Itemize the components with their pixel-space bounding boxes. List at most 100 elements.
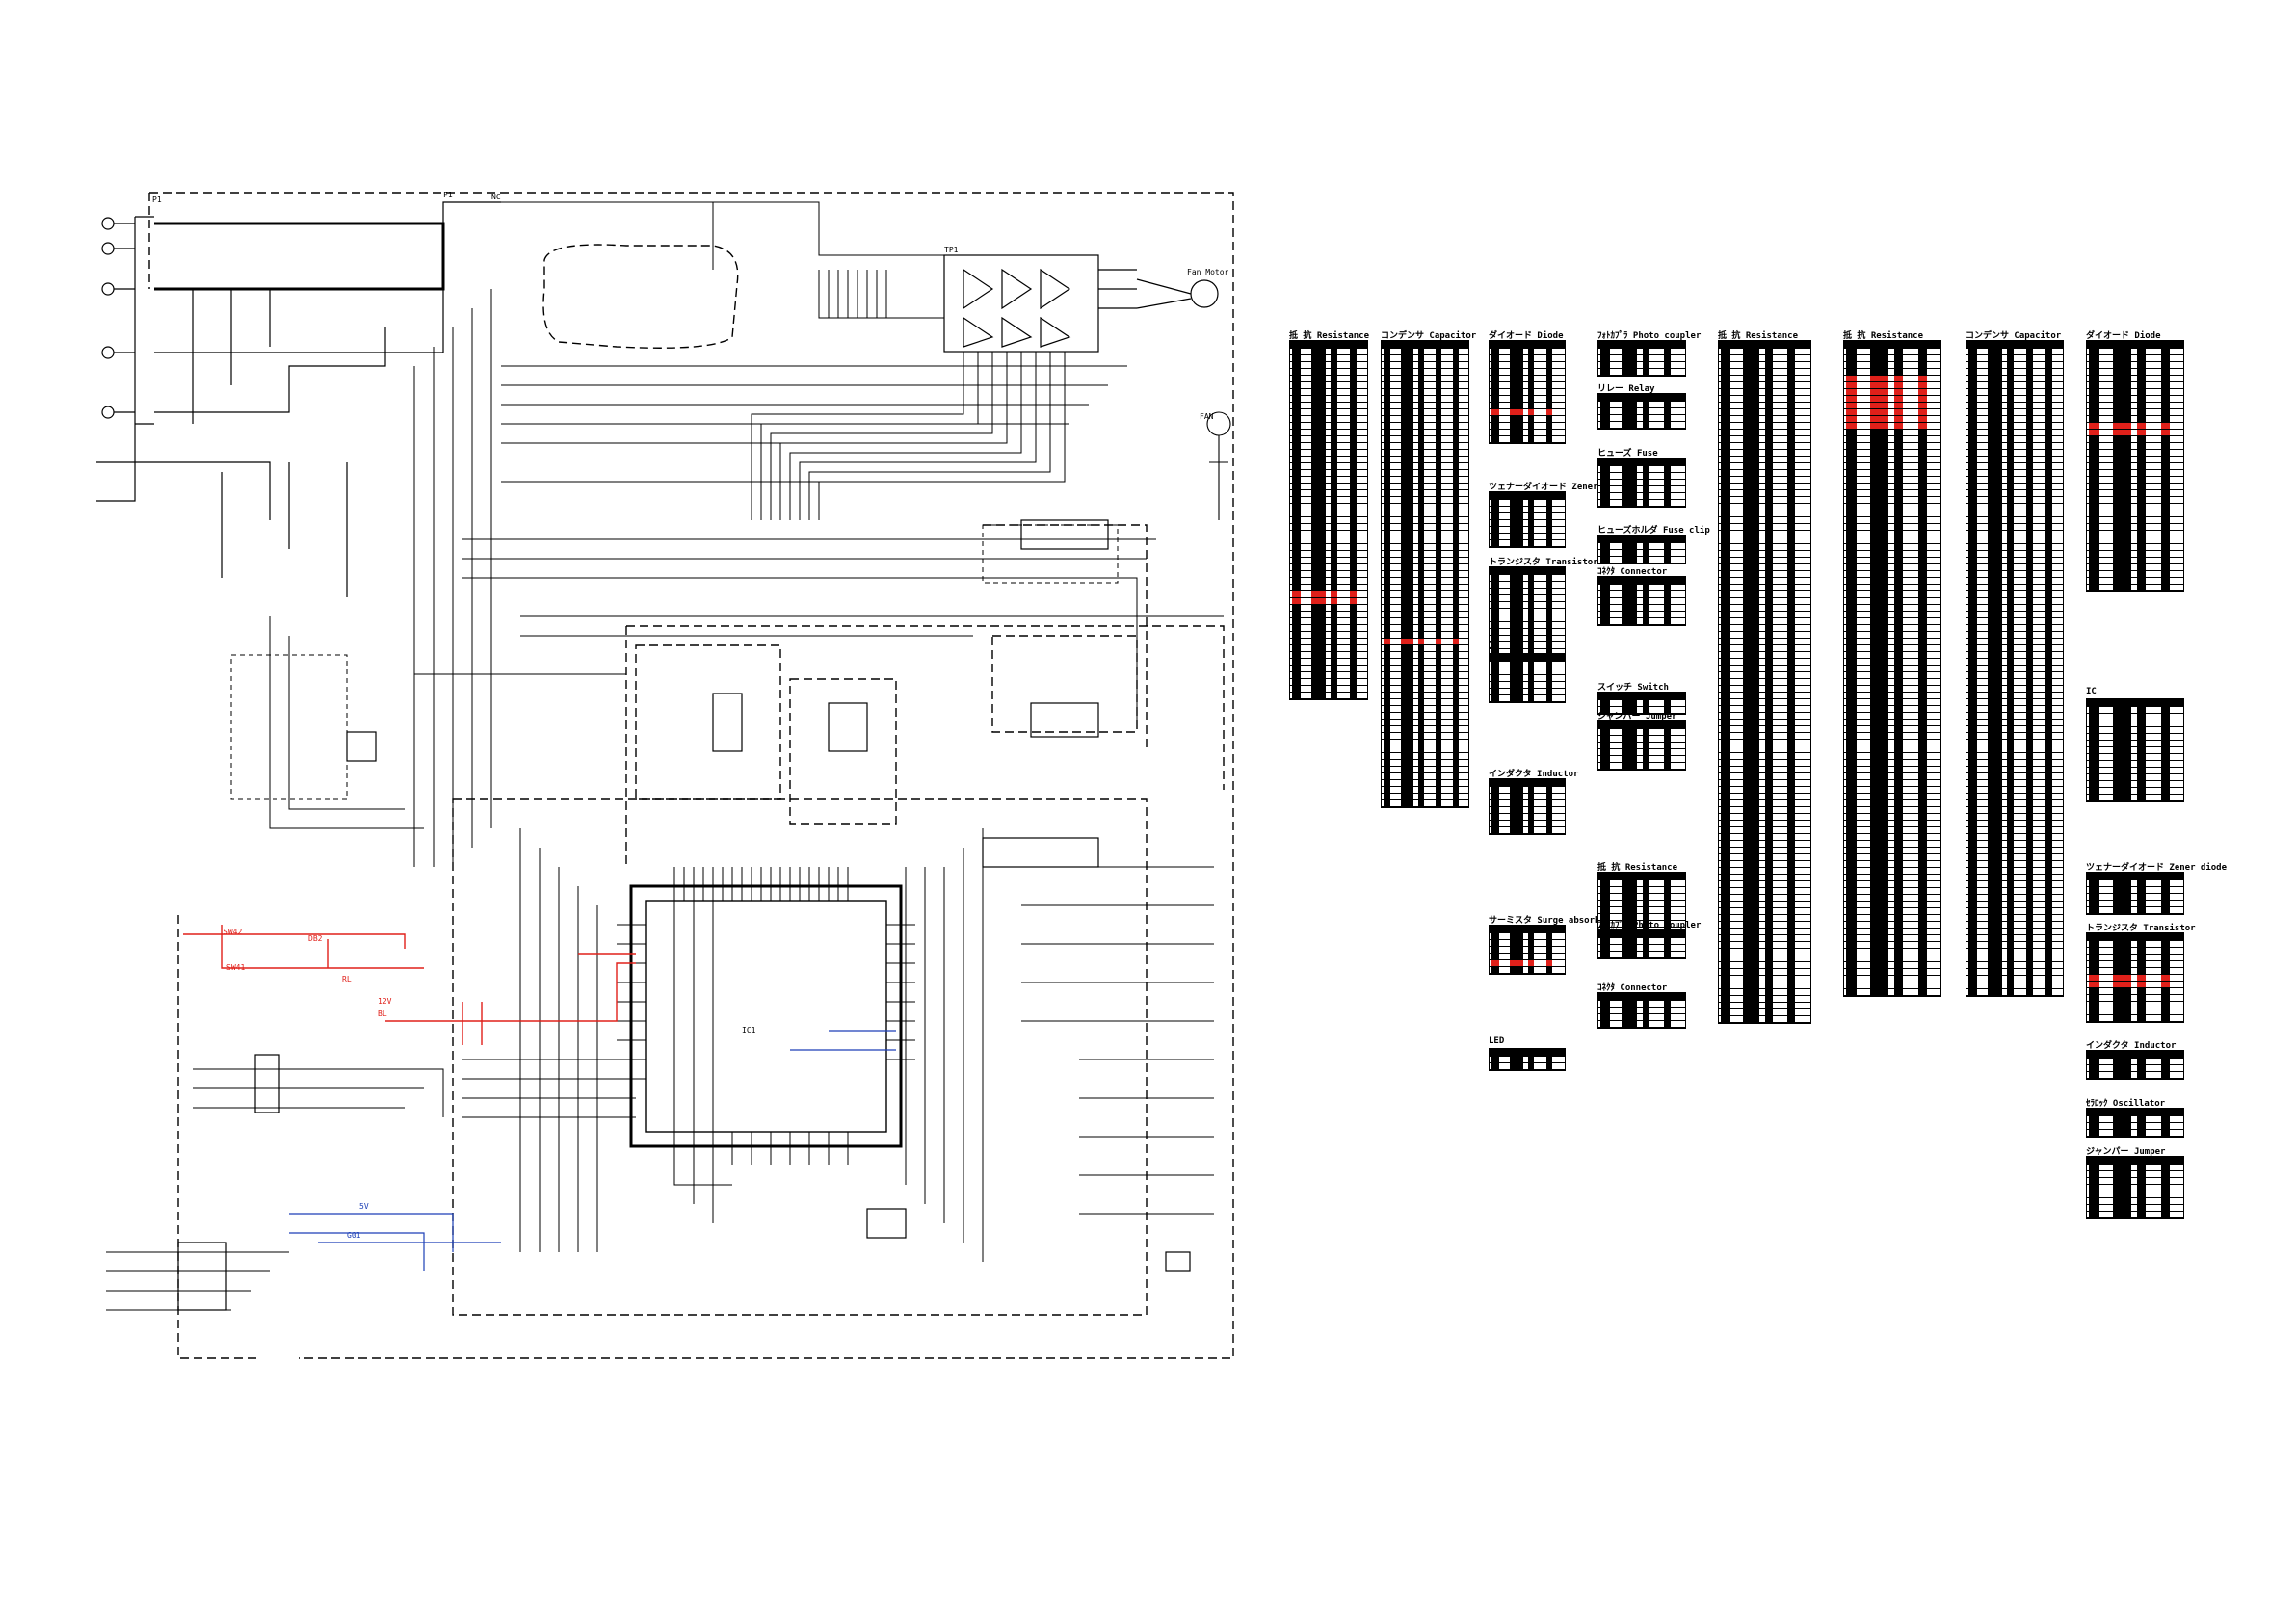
parts-table-cell bbox=[1870, 591, 1888, 597]
parts-table-cell bbox=[1311, 355, 1326, 361]
parts-table-cell bbox=[1968, 982, 1977, 988]
parts-table-cell bbox=[1988, 726, 2002, 732]
parts-table-cell bbox=[1384, 720, 1390, 725]
parts-table-cell bbox=[2089, 443, 2099, 449]
parts-table-cell bbox=[2026, 989, 2033, 995]
parts-table-cell bbox=[1292, 457, 1301, 462]
parts-table-row bbox=[1290, 443, 1367, 450]
parts-table-row bbox=[1719, 632, 1810, 639]
parts-table-cell bbox=[1664, 880, 1671, 886]
parts-table-row bbox=[1719, 726, 1810, 733]
parts-table-cell bbox=[1765, 369, 1773, 375]
label-g01: G01 bbox=[347, 1231, 361, 1240]
parts-table-cell bbox=[1918, 699, 1927, 705]
parts-table-cell bbox=[1664, 1021, 1671, 1027]
parts-table-header bbox=[1598, 930, 1685, 938]
parts-table-row bbox=[1490, 389, 1565, 396]
parts-table-cell bbox=[1600, 473, 1610, 479]
parts-table-row bbox=[1382, 490, 1468, 497]
parts-table-cell bbox=[1600, 480, 1610, 485]
parts-table-row bbox=[2087, 720, 2183, 727]
parts-table-cell bbox=[1331, 504, 1337, 510]
parts-table-cell bbox=[1436, 780, 1441, 786]
parts-table-cell bbox=[1870, 895, 1888, 901]
parts-table-cell bbox=[2007, 821, 2014, 826]
parts-table-cell bbox=[1918, 443, 1927, 449]
parts-table-cell bbox=[1418, 504, 1424, 510]
parts-table-row bbox=[1719, 720, 1810, 726]
parts-table-cell bbox=[1765, 686, 1773, 692]
parts-table-cell bbox=[1787, 436, 1795, 442]
parts-table-cell bbox=[2113, 1015, 2131, 1021]
parts-table-cell bbox=[2089, 995, 2099, 1001]
parts-table-cell bbox=[1436, 497, 1441, 503]
parts-table-row bbox=[1598, 1014, 1685, 1021]
parts-table-cell bbox=[2007, 929, 2014, 934]
parts-table-row bbox=[1490, 1063, 1565, 1070]
parts-table-header bbox=[1966, 341, 2063, 349]
parts-table-cell bbox=[1870, 443, 1888, 449]
parts-table-cell bbox=[1988, 376, 2002, 381]
parts-table bbox=[1966, 340, 2064, 997]
parts-table-cell bbox=[1546, 662, 1552, 668]
parts-table-cell bbox=[2007, 760, 2014, 766]
parts-table-cell bbox=[1384, 639, 1390, 644]
parts-table-cell bbox=[1528, 622, 1534, 628]
parts-table-cell bbox=[1436, 733, 1441, 739]
parts-table-cell bbox=[2137, 1198, 2146, 1204]
parts-table-cell bbox=[1743, 949, 1759, 955]
parts-table-cell bbox=[1721, 497, 1730, 503]
parts-table-row bbox=[1382, 713, 1468, 720]
parts-table-cell bbox=[2113, 382, 2131, 388]
parts-table-cell bbox=[1622, 618, 1637, 624]
parts-table-cell bbox=[1894, 706, 1903, 712]
parts-table-cell bbox=[1643, 591, 1649, 597]
parts-table-cell bbox=[1546, 602, 1552, 608]
parts-table-cell bbox=[1787, 733, 1795, 739]
parts-table-cell bbox=[1418, 416, 1424, 422]
parts-table-cell bbox=[1721, 517, 1730, 523]
parts-table-cell bbox=[1331, 652, 1337, 658]
parts-table-cell bbox=[1846, 726, 1857, 732]
parts-table-cell bbox=[1453, 436, 1459, 442]
parts-table-cell bbox=[1894, 666, 1903, 671]
parts-table-cell bbox=[1968, 841, 1977, 847]
parts-table-cell bbox=[1546, 947, 1552, 953]
parts-table-row bbox=[1966, 403, 2063, 409]
parts-table-cell bbox=[1743, 578, 1759, 584]
parts-table-cell bbox=[2161, 1116, 2170, 1122]
parts-table-cell bbox=[1846, 895, 1857, 901]
parts-table-cell bbox=[1436, 645, 1441, 651]
parts-table-cell bbox=[1311, 349, 1326, 354]
parts-table-cell bbox=[1546, 933, 1552, 939]
parts-table-cell bbox=[1331, 564, 1337, 570]
parts-table-cell bbox=[1622, 707, 1637, 713]
parts-table-cell bbox=[1968, 369, 1977, 375]
parts-table-row bbox=[1382, 618, 1468, 625]
parts-table-row bbox=[1844, 989, 1940, 996]
parts-table-cell bbox=[1846, 841, 1857, 847]
parts-table-row bbox=[2087, 1072, 2183, 1079]
parts-table-row bbox=[1382, 760, 1468, 767]
parts-table-cell bbox=[1870, 470, 1888, 476]
parts-table-cell bbox=[2045, 544, 2052, 550]
parts-table-cell bbox=[1743, 598, 1759, 604]
parts-table-cell bbox=[1436, 430, 1441, 435]
parts-table-cell bbox=[1436, 389, 1441, 395]
parts-table-cell bbox=[1988, 639, 2002, 644]
parts-table-cell bbox=[1787, 767, 1795, 772]
parts-table-cell bbox=[1988, 922, 2002, 928]
parts-table-cell bbox=[1894, 517, 1903, 523]
parts-table bbox=[1597, 340, 1686, 377]
parts-table-cell bbox=[1988, 396, 2002, 402]
parts-table-cell bbox=[1743, 854, 1759, 860]
parts-table-cell bbox=[1918, 942, 1927, 948]
parts-table-row bbox=[1719, 915, 1810, 922]
parts-table-cell bbox=[2026, 733, 2033, 739]
parts-table-cell bbox=[1765, 780, 1773, 786]
parts-table-cell bbox=[1453, 362, 1459, 368]
parts-table-cell bbox=[1600, 1021, 1610, 1027]
parts-table-cell bbox=[1846, 989, 1857, 995]
parts-table-cell bbox=[2089, 1072, 2099, 1078]
parts-table-cell bbox=[2007, 349, 2014, 354]
